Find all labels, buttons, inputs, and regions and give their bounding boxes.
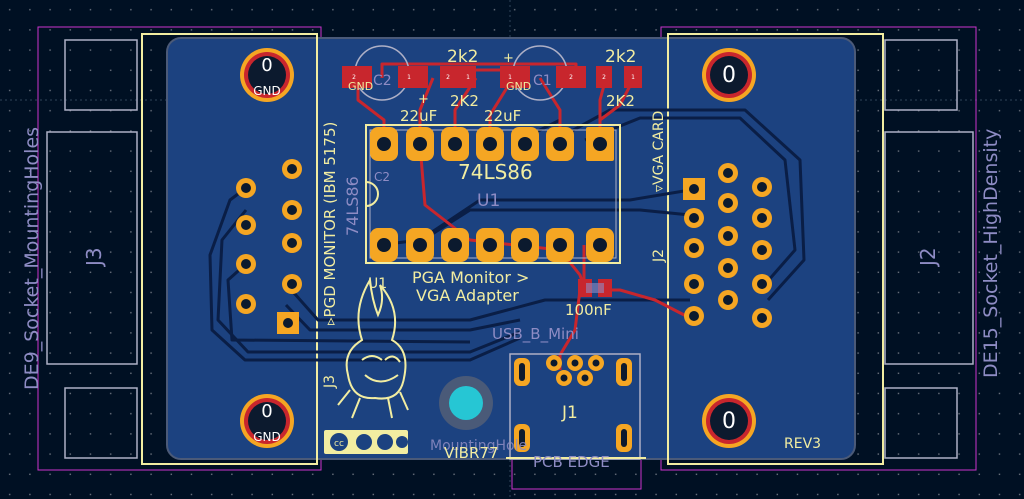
pgd-monitor-label: ▹PGD MONITOR (IBM 5175) bbox=[321, 122, 339, 325]
j3-connector-body bbox=[46, 39, 138, 459]
cc-logo-text: cc bbox=[334, 439, 344, 449]
j2-connector-body bbox=[884, 39, 974, 459]
u1-pins-top[interactable] bbox=[370, 127, 614, 161]
usb-ref: J1 bbox=[561, 403, 578, 423]
u1-ref: U1 bbox=[477, 191, 500, 211]
mounting-hole-br-pad: 0 bbox=[722, 409, 736, 434]
j3-fab-ref: J3 bbox=[82, 247, 106, 268]
r1-value: 2k2 bbox=[605, 47, 636, 67]
mounting-hole-br[interactable]: 0 bbox=[702, 394, 756, 448]
gnd-label-c2: GND bbox=[348, 80, 373, 93]
usb-value: USB_B_Mini bbox=[492, 325, 579, 344]
smd-pad-labels: 2 1 2 1 1 2 2 1 bbox=[352, 74, 635, 81]
mounting-hole-name: MountingHole bbox=[430, 438, 527, 454]
r2-ref: 2K2 bbox=[450, 92, 479, 110]
u1-silkscreen-outline bbox=[365, 124, 621, 264]
gnd-label-c1: GND bbox=[506, 80, 531, 93]
c1-plus: + bbox=[503, 51, 514, 66]
j3-silkscreen-outline bbox=[141, 33, 318, 465]
c2-fab-label: C2 bbox=[374, 170, 390, 184]
svg-text:1: 1 bbox=[508, 74, 512, 81]
c3-smd-cap[interactable] bbox=[578, 279, 612, 297]
j2-silkscreen-outline bbox=[667, 33, 884, 465]
mounting-hole-tl-gnd: GND bbox=[253, 84, 281, 98]
mounting-hole-tr[interactable]: 0 bbox=[702, 48, 756, 102]
vga-card-label: ▿VGA CARD bbox=[651, 111, 667, 192]
mounting-hole-bl[interactable]: 0 GND bbox=[240, 394, 294, 448]
j1-pads[interactable] bbox=[514, 355, 632, 452]
c2-pad-ref: C2 bbox=[373, 73, 392, 89]
c2-plus: + bbox=[418, 92, 429, 107]
de15-footprint-name: DE15_Socket_HighDensity bbox=[980, 129, 1002, 378]
c1-value: 22uF bbox=[484, 107, 521, 125]
c3-value: 100nF bbox=[565, 301, 612, 319]
svg-text:1: 1 bbox=[466, 74, 470, 81]
j2-fab-ref: J2 bbox=[916, 247, 940, 268]
adapter-line2: VGA Adapter bbox=[416, 286, 519, 305]
revision-label: REV3 bbox=[784, 436, 821, 452]
de9-footprint-name: DE9_Socket_MountingHoles bbox=[21, 127, 43, 390]
svg-text:1: 1 bbox=[631, 74, 635, 81]
c2-value: 22uF bbox=[400, 107, 437, 125]
u1-pins-bottom[interactable] bbox=[370, 228, 614, 262]
u1-notch bbox=[365, 181, 379, 207]
author-label: VIBR77 bbox=[444, 444, 499, 462]
j3-small-ref: J3 bbox=[322, 375, 338, 389]
license-badge: cc bbox=[324, 430, 408, 454]
mounting-hole-tl[interactable]: 0 GND bbox=[240, 48, 294, 102]
j2-small-ref: J2 bbox=[651, 249, 667, 263]
smd-pads-top[interactable] bbox=[342, 66, 642, 88]
svg-text:1: 1 bbox=[407, 74, 411, 81]
j3-pins[interactable] bbox=[236, 159, 302, 334]
svg-text:2: 2 bbox=[569, 74, 573, 81]
mounting-hole-bl-gnd: GND bbox=[253, 430, 281, 444]
svg-text:2: 2 bbox=[352, 74, 356, 81]
r1-ref: 2K2 bbox=[606, 92, 635, 110]
u1-value: 74LS86 bbox=[458, 160, 533, 184]
u1-side-value: 74LS86 bbox=[343, 176, 362, 236]
r2-value: 2k2 bbox=[447, 47, 478, 67]
svg-text:2: 2 bbox=[446, 74, 450, 81]
mounting-hole-tr-pad: 0 bbox=[722, 63, 736, 88]
adapter-line1: PGA Monitor > bbox=[412, 268, 529, 287]
mascot-logo bbox=[337, 276, 409, 419]
c1-pad-ref: C1 bbox=[533, 73, 552, 89]
mounting-hole-tl-pad: 0 bbox=[261, 55, 272, 76]
mounting-hole-center[interactable] bbox=[439, 376, 493, 430]
svg-text:2: 2 bbox=[602, 74, 606, 81]
back-copper-traces bbox=[208, 108, 806, 362]
j2-pins[interactable] bbox=[683, 163, 772, 328]
pcb-edge-label: PCB EDGE bbox=[533, 453, 610, 471]
mounting-hole-bl-pad: 0 bbox=[261, 401, 272, 422]
